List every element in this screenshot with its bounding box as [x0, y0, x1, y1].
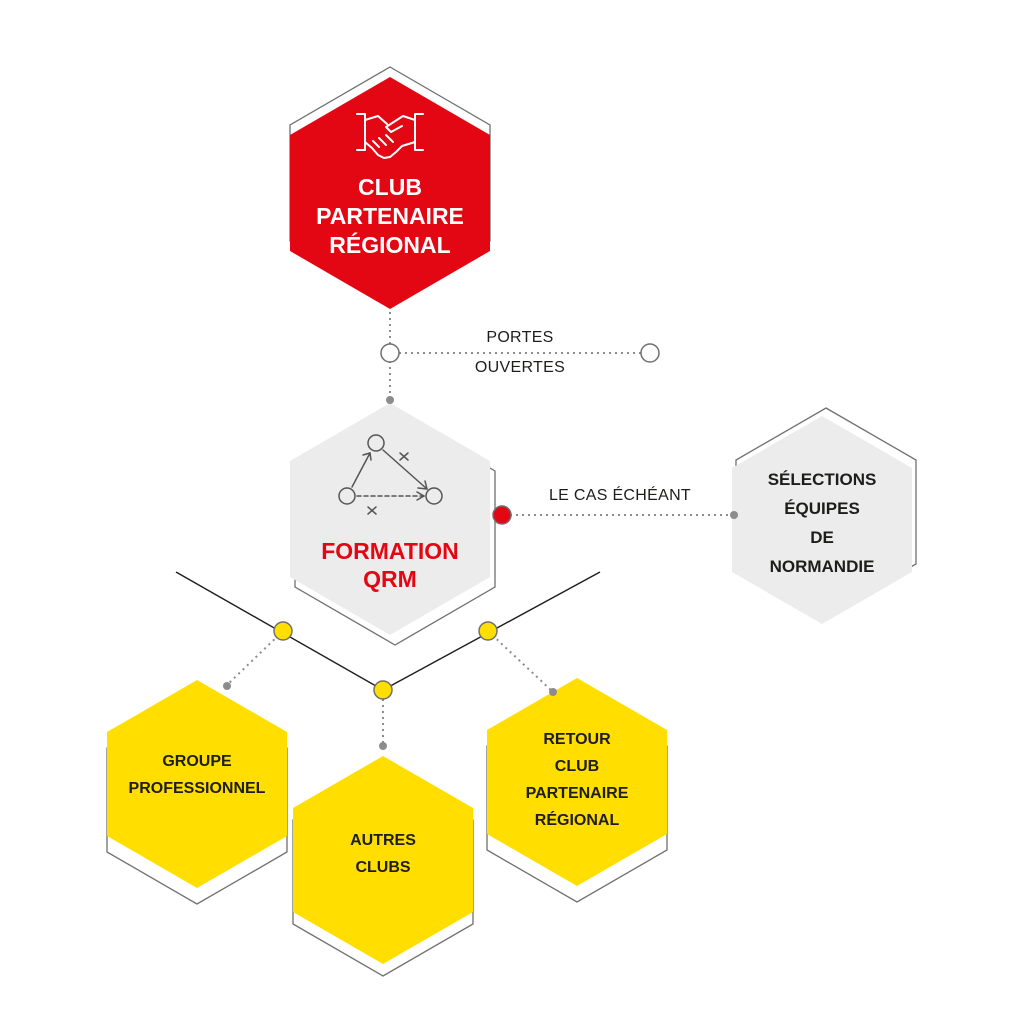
- branch-node-right: [478, 621, 498, 641]
- connector-to-groupe-pro: [226, 630, 284, 686]
- formation-qrm-line: QRM: [363, 566, 417, 592]
- connector-to-retour-club: [487, 630, 554, 693]
- retour-club-line: RÉGIONAL: [534, 812, 620, 829]
- groupe-pro-line: PROFESSIONNEL: [128, 780, 266, 797]
- portes-ouvertes-node-right: [640, 343, 660, 363]
- retour-club-line: CLUB: [554, 758, 600, 775]
- club-partenaire-hex: [290, 77, 490, 309]
- retour-club-line: PARTENAIRE: [525, 785, 629, 802]
- le-cas-echeant-line: LE CAS ÉCHÉANT: [548, 487, 691, 504]
- selections-hex: [732, 416, 912, 624]
- club-partenaire-line: CLUB: [358, 173, 422, 200]
- selections-label: SÉLECTIONS ÉQUIPES DE NORMANDIE: [732, 463, 912, 583]
- le-cas-echeant-node: [492, 505, 512, 525]
- autres-clubs-hex: [293, 756, 473, 964]
- club-partenaire-line: RÉGIONAL: [329, 231, 451, 258]
- portes-ouvertes-line: OUVERTES: [474, 359, 566, 376]
- groupe-pro-label: GROUPE PROFESSIONNEL: [107, 747, 287, 803]
- retour-club-hex: [487, 678, 667, 886]
- selections-line: NORMANDIE: [769, 557, 875, 576]
- autres-clubs-line: CLUBS: [355, 859, 411, 876]
- club-partenaire-label: CLUB PARTENAIRE RÉGIONAL: [290, 171, 490, 261]
- portes-ouvertes-line: PORTES: [486, 329, 554, 346]
- groupe-pro-hex: [107, 680, 287, 888]
- groupe-pro-line: GROUPE: [162, 753, 232, 770]
- connector-dot: [223, 682, 231, 690]
- branch-node-center: [373, 680, 393, 700]
- connector-dot: [549, 688, 557, 696]
- retour-club-line: RETOUR: [543, 731, 611, 748]
- autres-clubs-label: AUTRES CLUBS: [293, 826, 473, 882]
- connector-dot: [379, 742, 387, 750]
- connector-dot: [730, 511, 738, 519]
- formation-qrm-label: FORMATION QRM: [290, 535, 490, 595]
- club-partenaire-line: PARTENAIRE: [316, 202, 464, 229]
- formation-qrm-line: FORMATION: [321, 538, 459, 564]
- tactics-diagram-icon: [338, 434, 443, 515]
- portes-ouvertes-label: PORTES OUVERTES: [440, 323, 600, 383]
- connector-dot: [386, 396, 394, 404]
- selections-line: ÉQUIPES: [784, 499, 860, 518]
- portes-ouvertes-node-left: [380, 343, 400, 363]
- le-cas-echeant-label: LE CAS ÉCHÉANT: [520, 481, 720, 511]
- retour-club-label: RETOUR CLUB PARTENAIRE RÉGIONAL: [487, 724, 667, 836]
- selections-line: SÉLECTIONS: [767, 470, 877, 489]
- formation-qrm-hex: [290, 403, 490, 635]
- selections-line: DE: [810, 528, 834, 547]
- branch-node-left: [273, 621, 293, 641]
- autres-clubs-line: AUTRES: [350, 832, 416, 849]
- handshake-icon: [356, 113, 424, 159]
